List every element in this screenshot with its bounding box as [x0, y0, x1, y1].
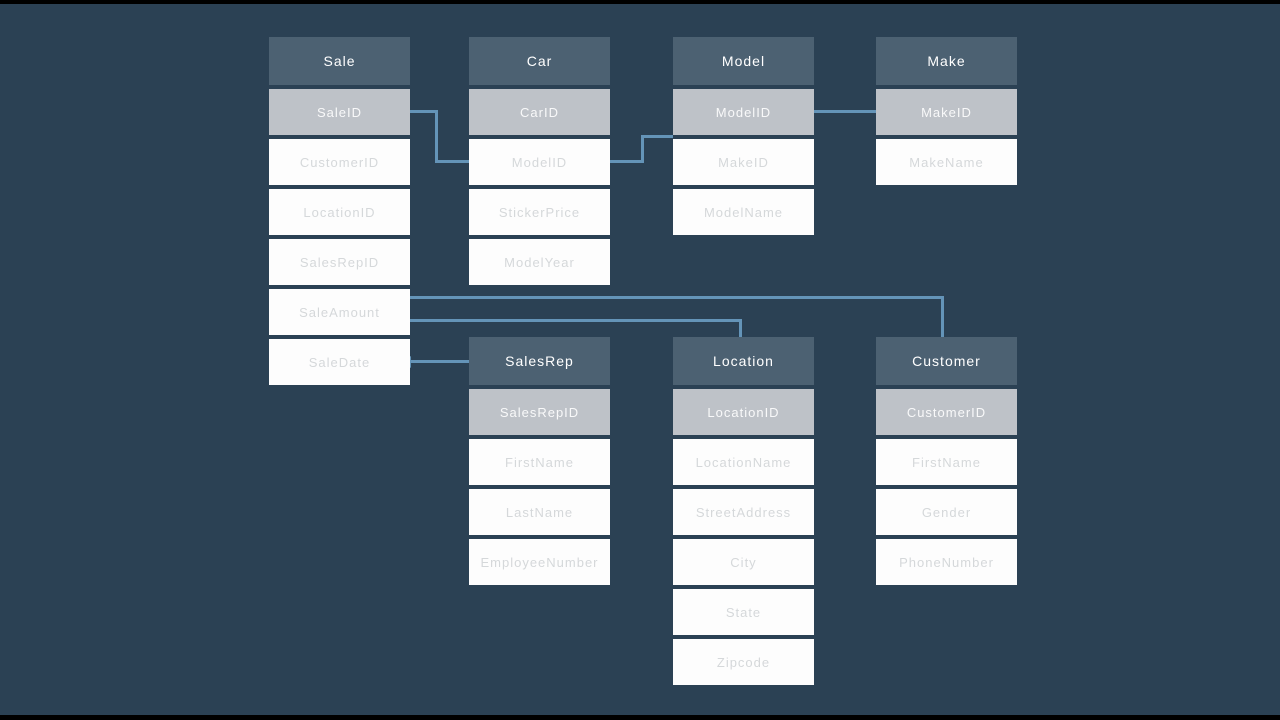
table-make: Make MakeID MakeName — [876, 37, 1017, 185]
table-model: Model ModelID MakeID ModelName — [673, 37, 814, 235]
connector-car-model-segment — [641, 135, 673, 138]
connector-sale-location-segment — [410, 319, 742, 322]
connector-car-model-segment — [641, 135, 644, 163]
table-row: LocationName — [673, 439, 814, 485]
table-row: PhoneNumber — [876, 539, 1017, 585]
table-car: Car CarID ModelID StickerPrice ModelYear — [469, 37, 610, 285]
connector-sale-customer-segment — [941, 296, 944, 341]
table-row: StickerPrice — [469, 189, 610, 235]
table-row: CustomerID — [269, 139, 410, 185]
table-row: Zipcode — [673, 639, 814, 685]
table-row: ModelID — [469, 139, 610, 185]
connector-make-model-segment — [810, 110, 876, 113]
table-row: City — [673, 539, 814, 585]
table-row: LastName — [469, 489, 610, 535]
connector-sale-car-segment — [435, 110, 438, 163]
table-location-header: Location — [673, 337, 814, 385]
table-row: SaleDate — [269, 339, 410, 385]
table-sale-header: Sale — [269, 37, 410, 85]
table-row: CustomerID — [876, 389, 1017, 435]
table-row: ModelYear — [469, 239, 610, 285]
table-row: FirstName — [469, 439, 610, 485]
table-row: MakeID — [876, 89, 1017, 135]
table-customer-header: Customer — [876, 337, 1017, 385]
table-row: SaleID — [269, 89, 410, 135]
table-salesrep-header: SalesRep — [469, 337, 610, 385]
table-salesrep: SalesRep SalesRepID FirstName LastName E… — [469, 337, 610, 585]
connector-sale-car-segment — [435, 160, 469, 163]
table-row: LocationID — [269, 189, 410, 235]
connector-sale-salesrep-segment — [404, 360, 469, 363]
table-sale: Sale SaleID CustomerID LocationID SalesR… — [269, 37, 410, 385]
table-model-header: Model — [673, 37, 814, 85]
connector-sale-customer-segment — [410, 296, 944, 299]
table-row: ModelID — [673, 89, 814, 135]
connector-car-model-segment — [604, 160, 644, 163]
table-row: CarID — [469, 89, 610, 135]
table-row: ModelName — [673, 189, 814, 235]
table-row: Gender — [876, 489, 1017, 535]
table-row: StreetAddress — [673, 489, 814, 535]
table-row: LocationID — [673, 389, 814, 435]
table-row: MakeName — [876, 139, 1017, 185]
letterbox-bar-top — [0, 0, 1280, 4]
table-row: FirstName — [876, 439, 1017, 485]
table-location: Location LocationID LocationName StreetA… — [673, 337, 814, 685]
table-row: SaleAmount — [269, 289, 410, 335]
connector-sale-location-segment — [739, 319, 742, 341]
letterbox-bar-bottom — [0, 715, 1280, 720]
table-make-header: Make — [876, 37, 1017, 85]
table-car-header: Car — [469, 37, 610, 85]
table-customer: Customer CustomerID FirstName Gender Pho… — [876, 337, 1017, 585]
table-row: EmployeeNumber — [469, 539, 610, 585]
table-row: State — [673, 589, 814, 635]
table-row: SalesRepID — [269, 239, 410, 285]
table-row: MakeID — [673, 139, 814, 185]
connector-sale-car-segment — [408, 110, 438, 113]
table-row: SalesRepID — [469, 389, 610, 435]
